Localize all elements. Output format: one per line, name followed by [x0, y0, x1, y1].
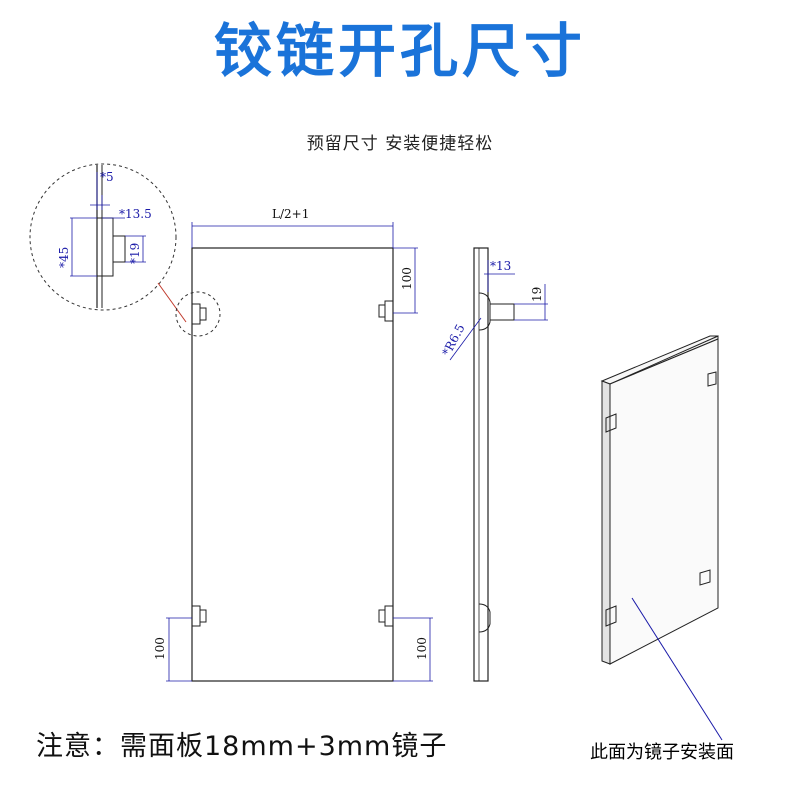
front-dim-bottom-right: 100: [415, 637, 429, 660]
page-subtitle: 预留尺寸 安装便捷轻松: [306, 134, 494, 154]
hinge-detail-view: *5 *13.5 *45 *19: [29, 163, 187, 323]
mirror-surface-label: 此面为镜子安装面: [590, 742, 734, 763]
front-dim-bottom-left: 100: [153, 637, 167, 660]
front-view-panel: L/2+1 100 100 100: [153, 207, 433, 682]
panel-3d-view: [600, 335, 723, 741]
side-dim-19: 19: [530, 287, 544, 302]
detail-dim-45: *45: [57, 247, 71, 268]
side-view-panel: *13 19 *R6.5: [439, 247, 548, 682]
detail-dim-19: *19: [128, 243, 142, 264]
detail-dim-5: *5: [100, 170, 114, 184]
side-dim-13: *13: [490, 259, 511, 273]
front-dim-top-right: 100: [400, 267, 414, 290]
front-dim-width: L/2+1: [272, 207, 309, 221]
side-dim-r6-5: *R6.5: [439, 322, 467, 359]
note-text: 注意：需面板18mm+3mm镜子: [36, 731, 448, 762]
page-title: 铰链开孔尺寸: [213, 17, 586, 85]
detail-dim-13-5: *13.5: [119, 207, 152, 221]
